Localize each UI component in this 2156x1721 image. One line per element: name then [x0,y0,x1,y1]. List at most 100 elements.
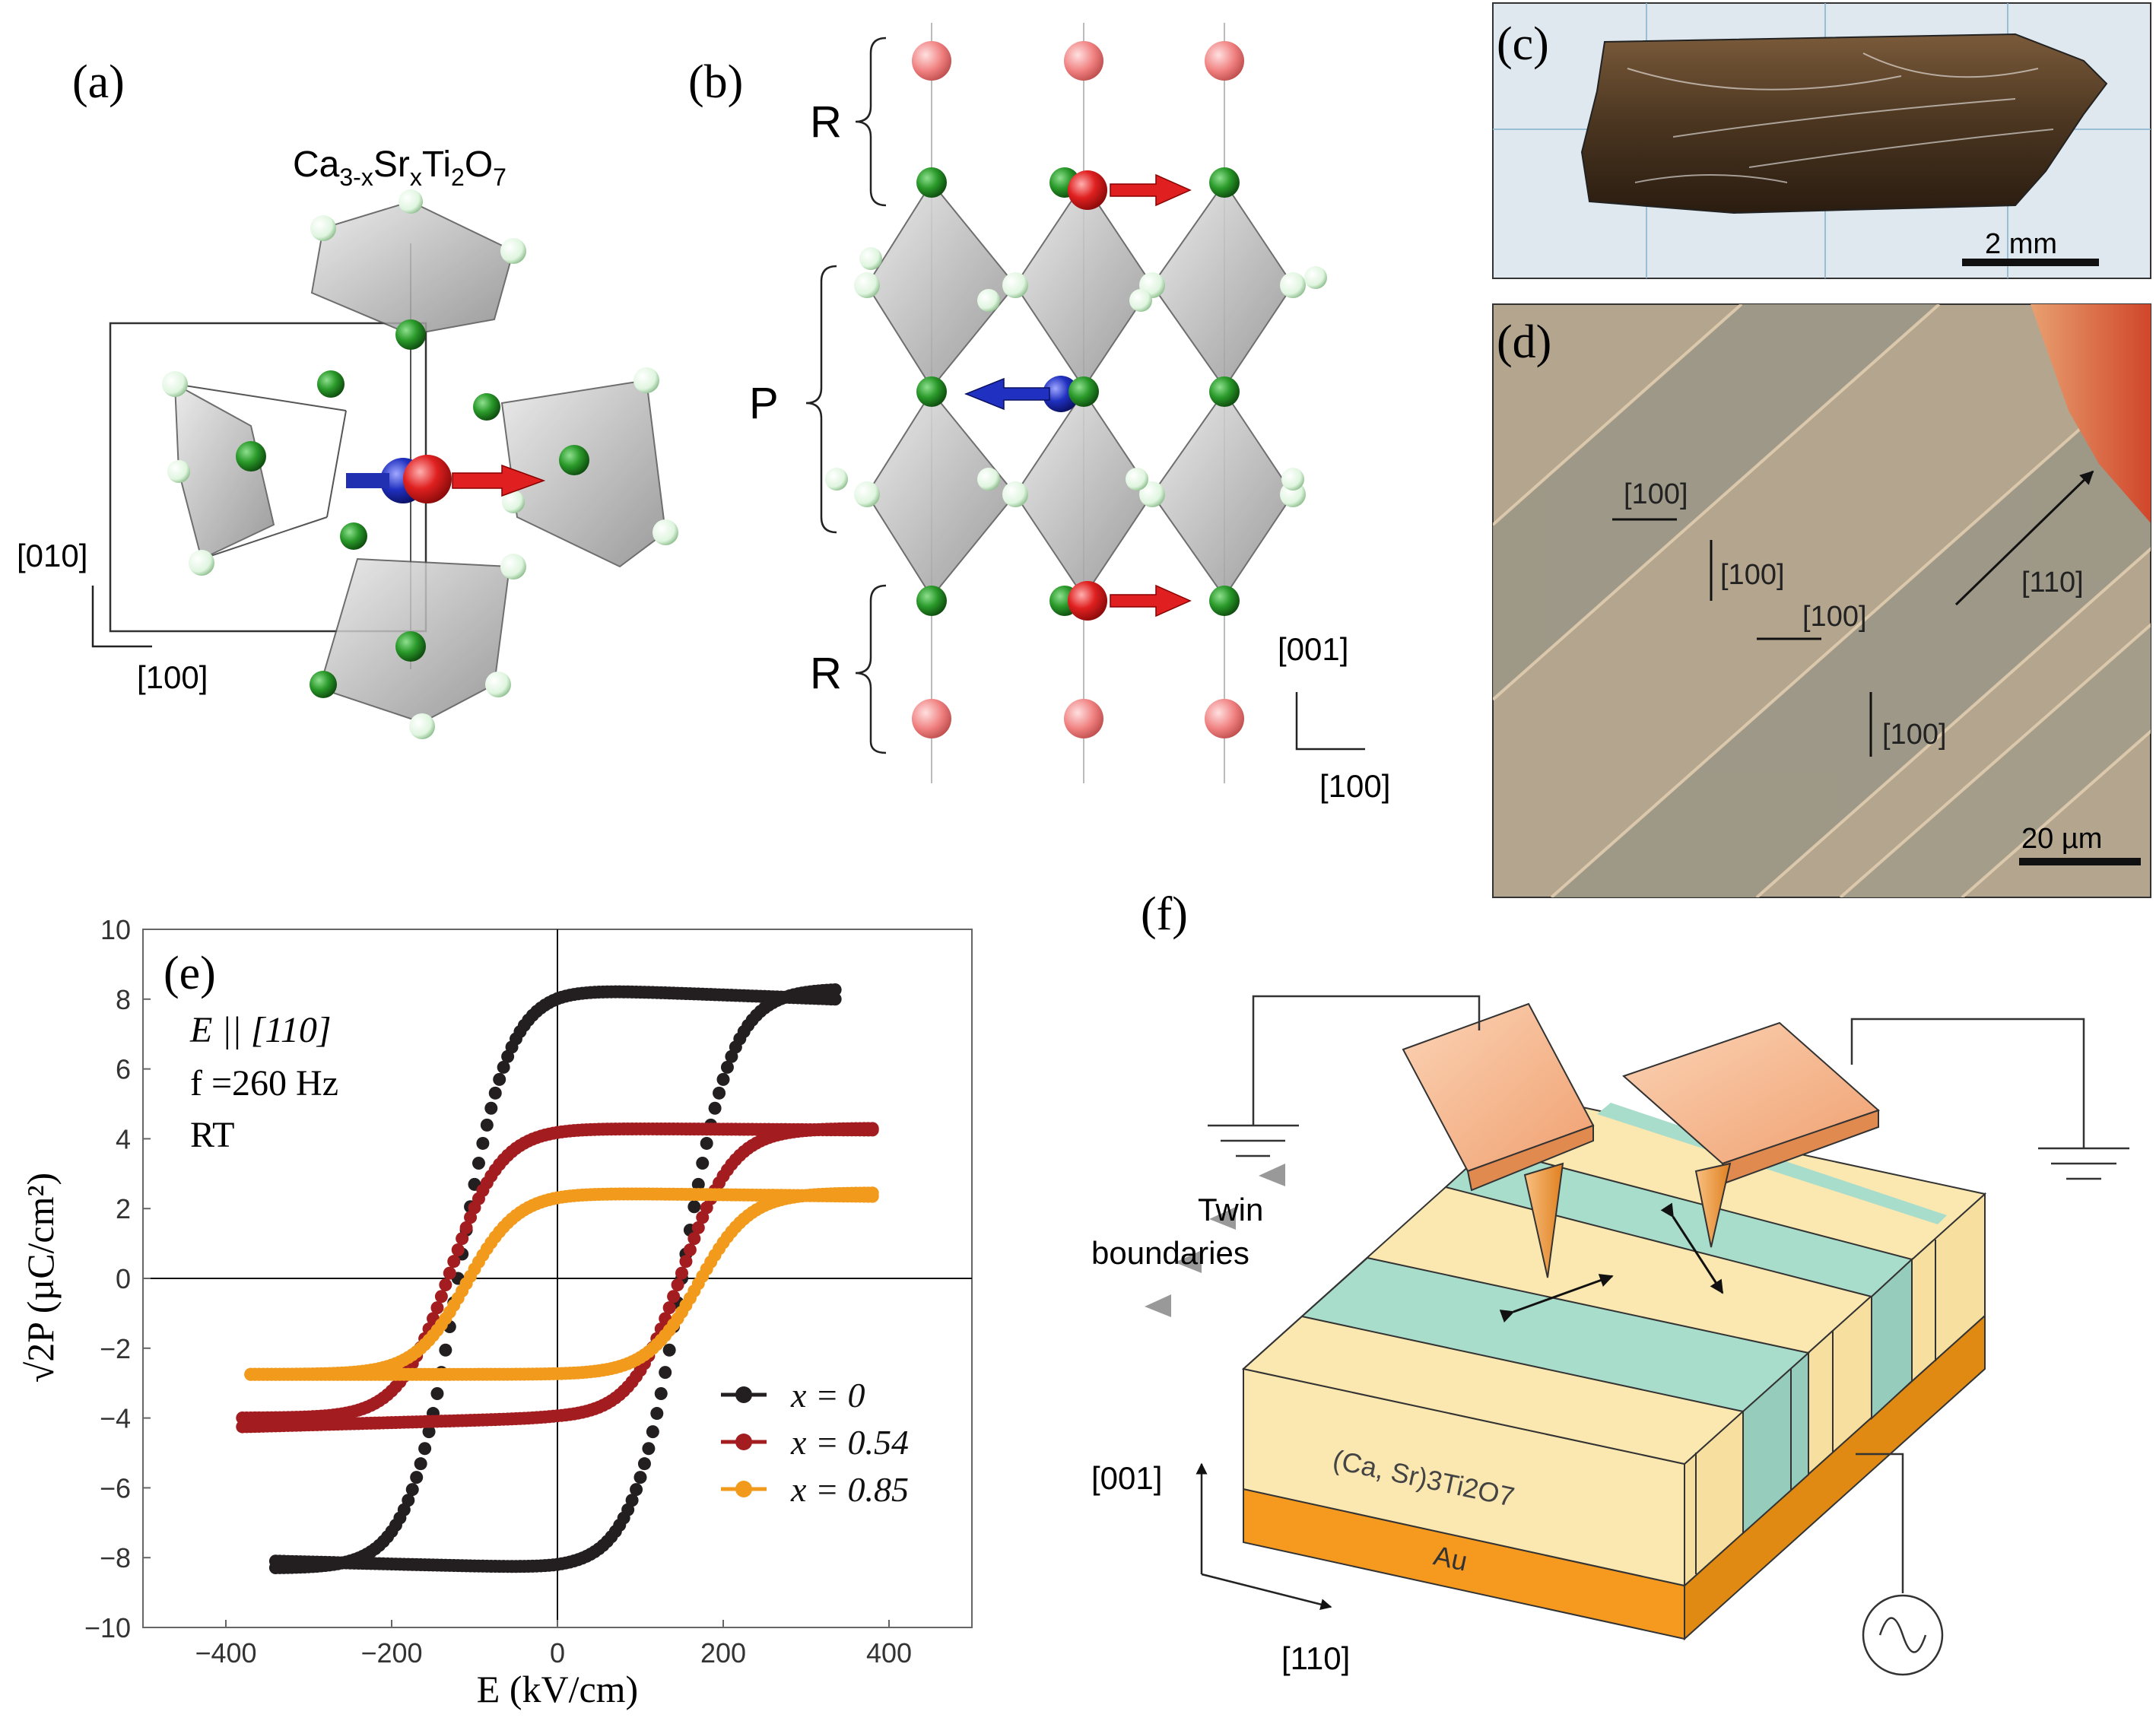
arrow-110-d [1954,470,2094,606]
data-point [625,1494,639,1507]
data-point [443,1266,456,1280]
direction-markers-d [1612,518,1872,757]
x-tick-label: −400 [195,1637,256,1669]
y-tick-label: 8 [116,984,131,1015]
brackets-b [805,37,887,754]
data-point [654,1386,668,1400]
data-point [493,1072,506,1086]
atoms-b [825,41,1327,738]
annotation-field: E || [110] [189,1010,332,1050]
data-point [637,1457,651,1471]
scale-bar-d-label: 20 µm [2021,823,2102,855]
au-electrode-layer [1243,1313,1986,1641]
legend-label: x = 0.54 [790,1423,909,1462]
data-point [472,1157,485,1170]
legend-label: x = 0.85 [790,1470,909,1509]
label-r-top: R [810,97,842,147]
panel-f-label: (f) [1141,888,1188,940]
direction-label-d-3: [100] [1802,601,1867,633]
annotation-frequency: f =260 Hz [190,1063,338,1103]
panel-b: (b) R P R [688,23,1390,804]
legend-marker [735,1386,752,1403]
x-tick-label: −200 [360,1637,422,1669]
data-point [687,1232,701,1246]
probe-left [1402,1002,1595,1278]
axis-f-110: [110] [1281,1640,1350,1676]
y-tick-label: 4 [116,1123,131,1154]
polarization-arrows-a [346,464,546,497]
scale-bar-c-label: 2 mm [1985,228,2057,260]
data-point [716,1072,730,1086]
direction-label-d-4: [100] [1882,719,1947,751]
data-point [659,1366,672,1380]
y-tick-label: −6 [100,1472,131,1503]
data-point [439,1278,452,1292]
data-point [828,983,842,997]
data-point [667,1290,681,1303]
twin-label-1: Twin [1198,1192,1263,1227]
data-point [447,1255,461,1269]
x-tick-label: 400 [866,1637,912,1669]
octahedra-b [865,181,1294,599]
axis-f-001: [001] [1091,1460,1162,1496]
data-point [691,1221,705,1234]
panel-a-formula: Ca3-xSrxTi2O7 [293,144,506,191]
crystal-sample [1580,33,2108,214]
series-2 [244,1186,879,1381]
data-point [630,1483,643,1497]
panel-d: (d) [100] [100] [100] [100] [110] 20 µm [1492,303,2151,898]
polarization-arrows-b [964,173,1192,618]
data-point [422,1425,436,1439]
arrow-label-d: [110] [2021,567,2084,599]
data-point [451,1243,465,1256]
y-tick-label: 2 [116,1193,131,1224]
data-point [679,1255,693,1269]
ac-source-icon [1862,1594,1944,1676]
data-point [671,1278,684,1292]
data-point [464,1211,478,1224]
data-point [430,1386,444,1400]
distance-arrows [1499,1202,1724,1323]
y-axis-label: √2P (µC/cm²) [19,1173,62,1383]
twin-label-2: boundaries [1091,1235,1249,1271]
axis-b-100: [100] [1319,768,1390,804]
x-axis-label: E (kV/cm) [477,1668,638,1710]
axes-f [1195,1462,1332,1610]
data-point [865,1186,879,1200]
panel-c: (c) 2 mm [1492,2,2151,279]
panel-c-label: (c) [1497,18,1549,70]
legend-label: x = 0 [790,1376,865,1415]
data-point [410,1471,424,1484]
data-point [696,1157,710,1170]
data-point [405,1483,419,1497]
data-point [696,1211,710,1224]
data-point [476,1136,490,1150]
panel-a: (a) Ca3-xSrxTi2O7 [17,56,678,739]
series-0 [268,983,842,1575]
data-point [675,1266,688,1280]
y-tick-label: −2 [100,1333,131,1364]
data-point [468,1201,481,1215]
data-point [497,1060,510,1074]
data-point [662,1301,676,1315]
legend-marker [735,1481,752,1497]
y-tick-label: 6 [116,1054,131,1085]
data-point [480,1118,494,1132]
twin-boundary-markers [1145,1164,1285,1317]
electrode-label: Au [1431,1539,1471,1577]
panel-e-label: (e) [164,948,216,999]
axis-b-001: [001] [1278,631,1348,667]
legend: x = 0 x = 0.54 x = 0.85 [721,1376,909,1509]
data-point [650,1407,664,1421]
data-point [720,1060,734,1074]
data-point [700,1136,713,1150]
direction-label-d-2: [100] [1720,559,1785,591]
data-point [683,1243,697,1256]
panel-b-label: (b) [688,56,743,108]
data-point [439,1343,452,1357]
y-tick-label: −8 [100,1542,131,1573]
y-tick-label: −4 [100,1403,131,1434]
